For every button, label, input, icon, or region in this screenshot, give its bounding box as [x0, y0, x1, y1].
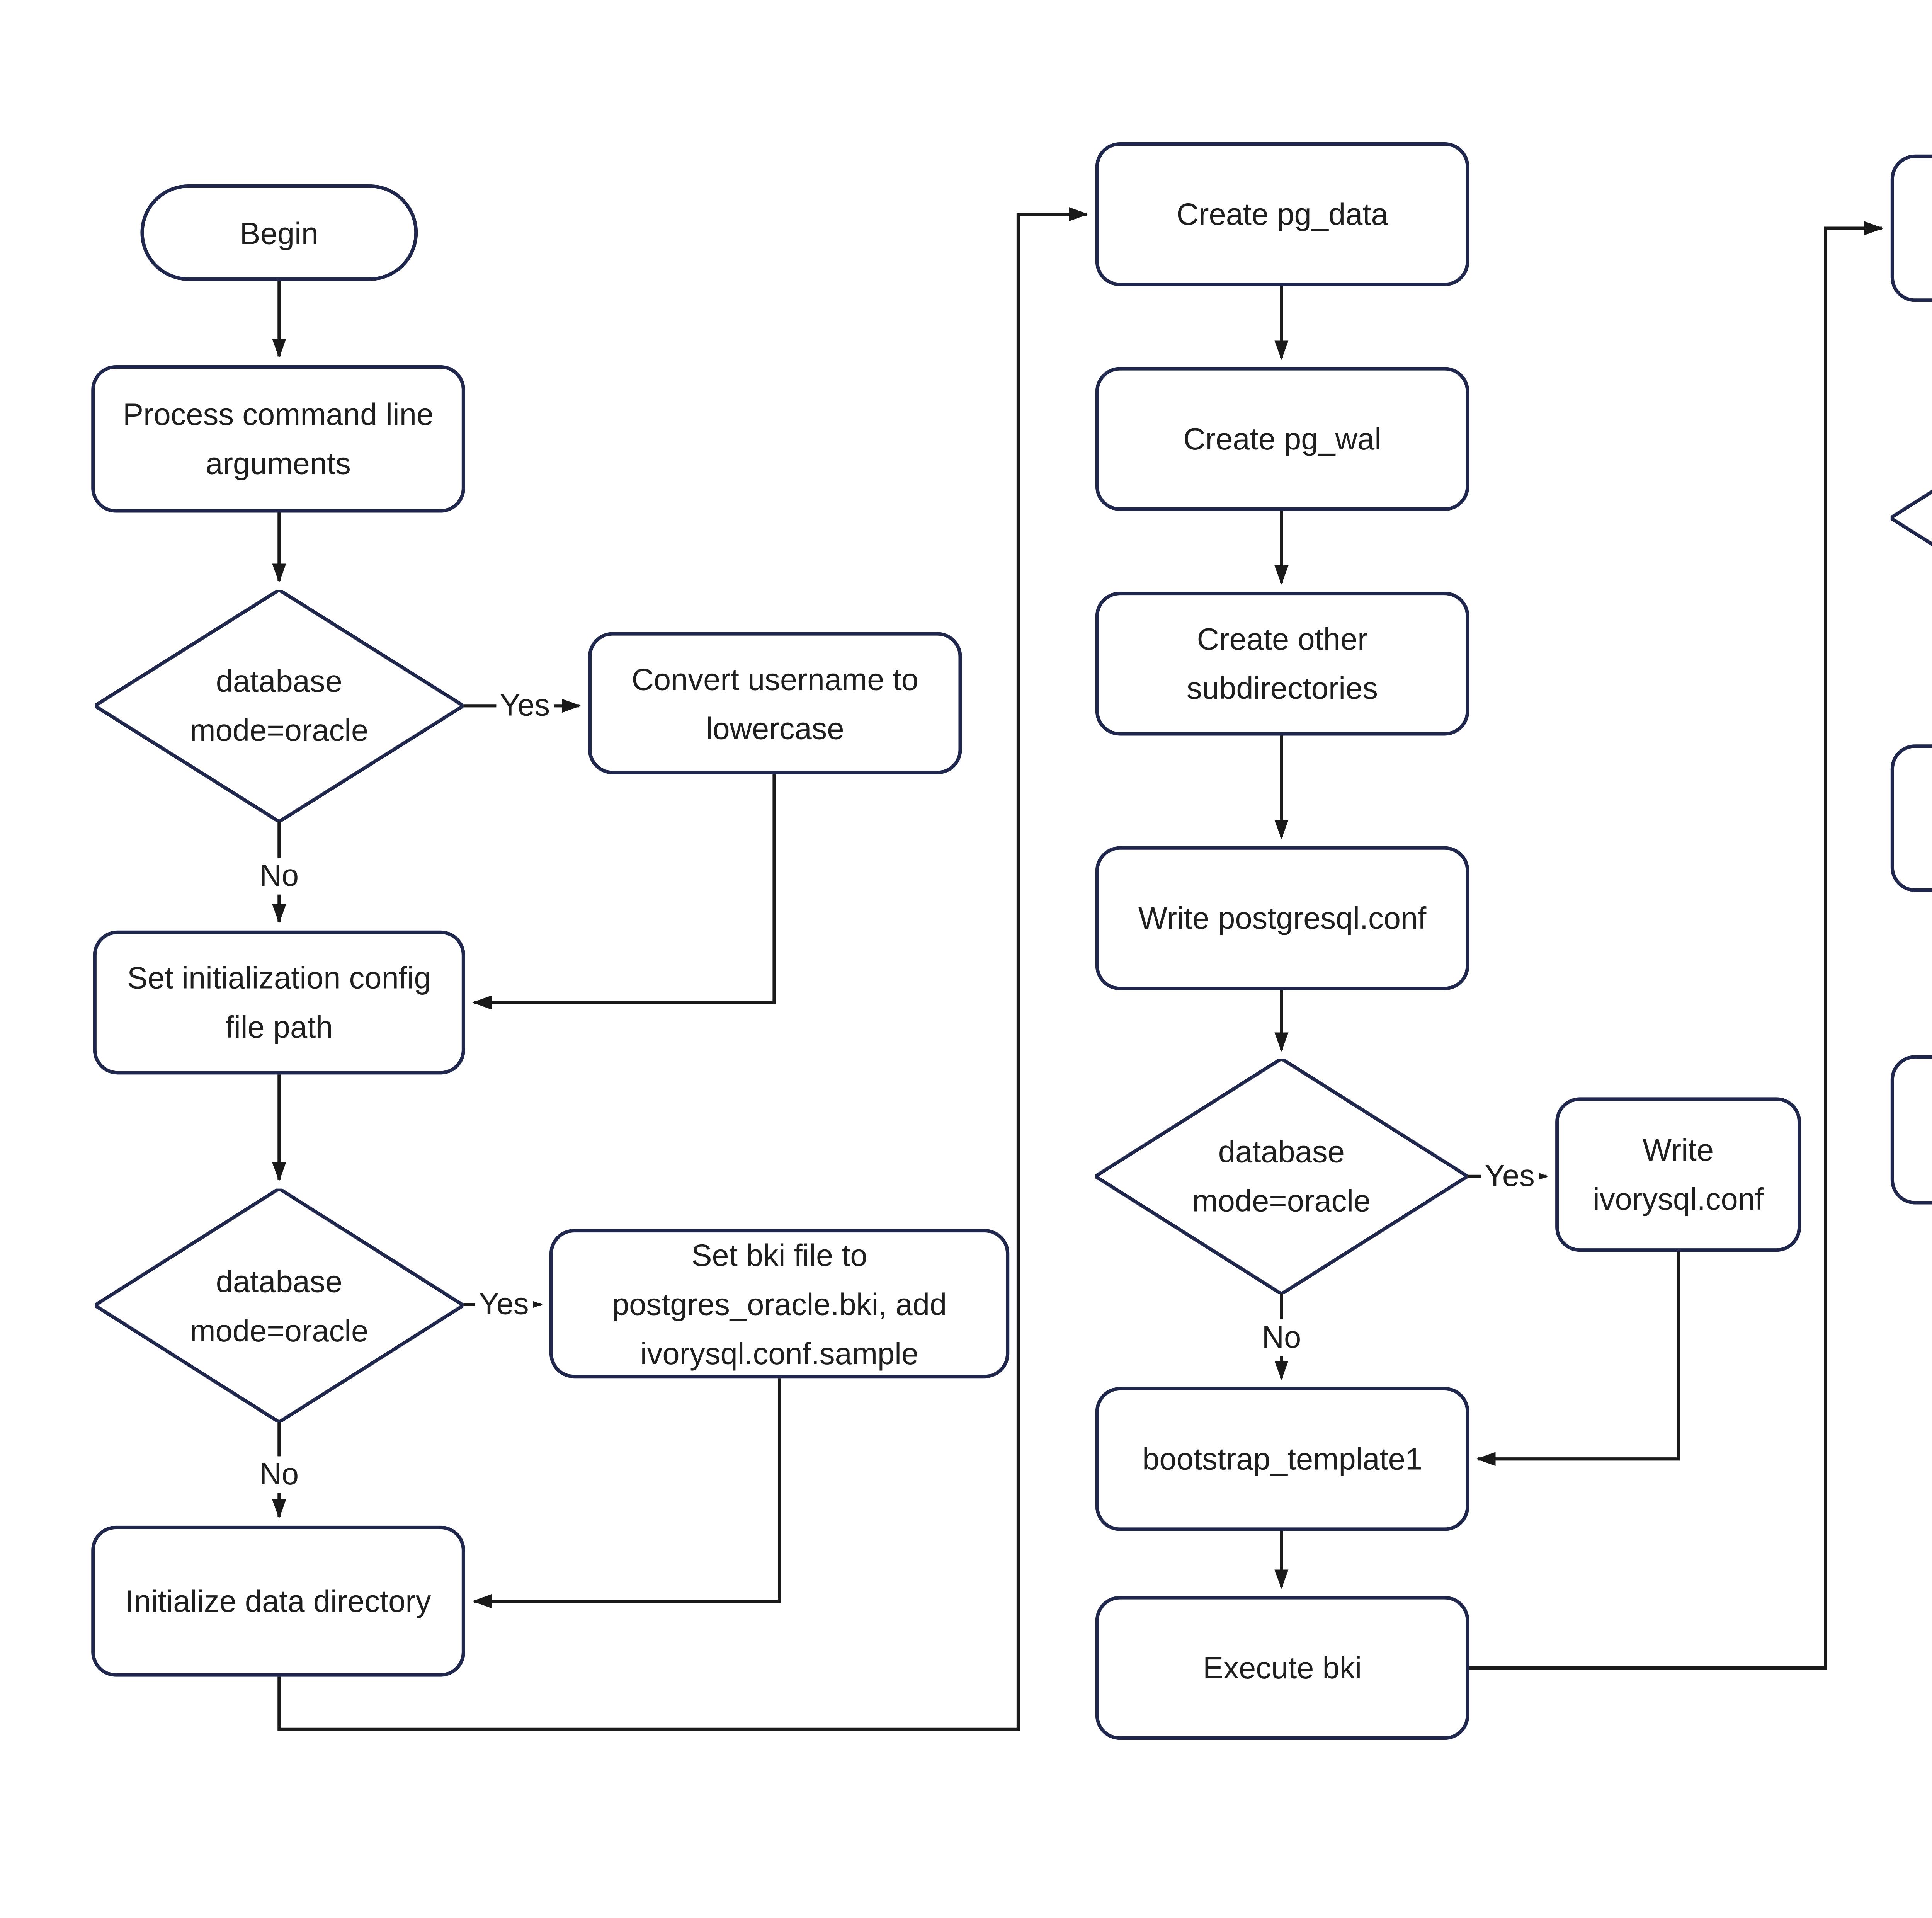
- decision-database-mode-oracle-1: database mode=oracle: [95, 590, 464, 822]
- node-bootstrap-template1: bootstrap_template1: [1095, 1387, 1469, 1531]
- node-convert-username-to-lowercase: Convert username to lowercase: [588, 632, 962, 774]
- node-label: Create pg_wal: [1183, 421, 1381, 457]
- diamond-shape: [1890, 400, 1932, 636]
- node-label: Create other subdirectories: [1187, 621, 1378, 706]
- node-set-bki-file: Set bki file to postgres_oracle.bki, add…: [549, 1229, 1010, 1379]
- node-begin: Begin: [140, 184, 418, 281]
- node-write-ivorysql-conf: Write ivorysql.conf: [1555, 1097, 1801, 1252]
- edge-setbki-to-initdir: [472, 1378, 781, 1608]
- edge-label-d1-yes: Yes: [496, 687, 554, 724]
- node-create-other-subdirectories: Create other subdirectories: [1095, 591, 1469, 736]
- node-label: database mode=oracle: [1192, 1134, 1371, 1219]
- edge-initdir-to-pgdata: [277, 207, 1088, 1731]
- node-label: Initialize data directory: [125, 1583, 431, 1619]
- node-execute-bki: Execute bki: [1095, 1596, 1469, 1740]
- node-create-pg-wal: Create pg_wal: [1095, 367, 1469, 511]
- node-initialize-database-objects: Initialize database objects: [1890, 154, 1932, 302]
- node-write-postgresql-conf: Write postgresql.conf: [1095, 846, 1469, 990]
- node-label: database mode=oracle: [190, 664, 369, 748]
- edge-label-d3-no: No: [1258, 1319, 1305, 1356]
- edge-label-d1-no: No: [256, 858, 303, 895]
- edge-label-d2-yes: Yes: [475, 1286, 532, 1323]
- node-initialize-data-directory: Initialize data directory: [91, 1525, 465, 1677]
- node-label: Create pg_data: [1176, 196, 1388, 232]
- node-process-command-line-arguments: Process command line arguments: [91, 365, 465, 513]
- node-set-initialization-config-file-path: Set initialization config file path: [93, 930, 465, 1075]
- node-label: database mode=oracle: [190, 1263, 369, 1348]
- edge-label-d2-no: No: [256, 1456, 303, 1493]
- diamond-shape: [95, 1188, 464, 1422]
- node-label: Write postgresql.conf: [1138, 900, 1427, 936]
- diamond-shape: [1095, 1059, 1468, 1294]
- diamond-shape: [95, 590, 464, 822]
- decision-database-mode-oracle-4: database mode=oracle: [1890, 400, 1932, 636]
- node-label: Execute bki: [1203, 1650, 1362, 1686]
- node-label: Process command line arguments: [122, 397, 434, 481]
- node-print-completion-message: Print completion message: [1890, 1055, 1932, 1205]
- node-load-template0-databases: Load template0, postgres, ivorysql datab…: [1890, 744, 1932, 892]
- node-create-pg-data: Create pg_data: [1095, 142, 1469, 286]
- node-label: bootstrap_template1: [1142, 1441, 1423, 1477]
- edge-label-d3-yes: Yes: [1481, 1158, 1538, 1195]
- decision-database-mode-oracle-2: database mode=oracle: [95, 1188, 464, 1422]
- node-label: Set initialization config file path: [127, 960, 431, 1045]
- edge-convert-to-setinit: [472, 774, 776, 1010]
- node-label: Write ivorysql.conf: [1593, 1132, 1764, 1217]
- edge-execbki-to-initdb: [1469, 221, 1884, 1670]
- node-label: Begin: [240, 215, 318, 250]
- node-label: Convert username to lowercase: [631, 661, 918, 745]
- decision-database-mode-oracle-3: database mode=oracle: [1095, 1059, 1468, 1294]
- node-label: Set bki file to postgres_oracle.bki, add…: [612, 1237, 947, 1370]
- edge-ivconf-to-bootstrap: [1476, 1252, 1680, 1466]
